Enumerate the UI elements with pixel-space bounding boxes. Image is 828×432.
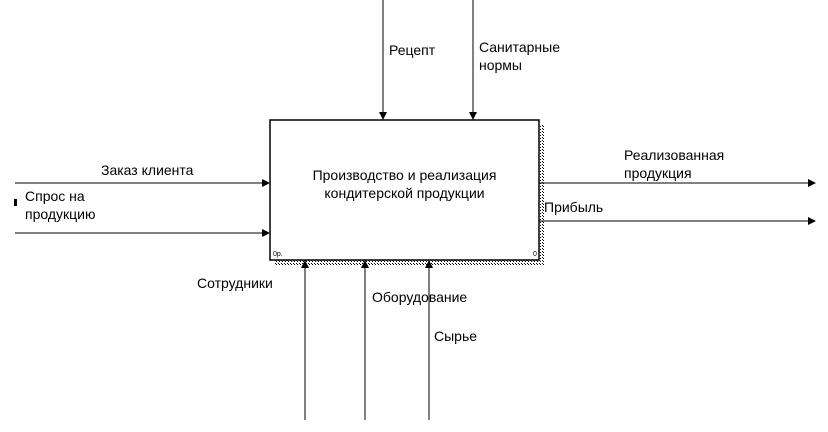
box-number-label: 0 [533,251,537,258]
box-shadow-right [540,124,545,265]
input-arrow-order[interactable] [15,179,270,187]
mechanism-label-raw[interactable]: Сырье [434,328,478,344]
output-arrow-profit[interactable] [539,217,816,225]
activity-box[interactable] [269,119,540,261]
mechanism-arrow-staff[interactable] [301,260,309,420]
input-arrow-demand[interactable] [15,229,270,237]
tunnel-mark [14,199,17,206]
control-arrow-sanitary[interactable] [469,0,477,120]
mechanism-arrow-equipment[interactable] [361,260,369,420]
output-label-profit[interactable]: Прибыль [544,199,604,215]
mechanism-label-staff[interactable]: Сотрудники [197,275,273,291]
mechanism-label-equipment[interactable]: Оборудование [372,289,468,305]
control-label-sanitary[interactable]: Санитарные нормы [479,39,561,73]
node-ref-label: 0р. [273,251,283,258]
input-label-demand[interactable]: Спрос на продукцию [25,188,96,222]
activity-title: Производство и реализация кондитерской п… [312,167,497,201]
control-label-recipe[interactable]: Рецепт [389,42,436,58]
input-label-order[interactable]: Заказ клиента [101,162,194,178]
mechanism-arrow-raw[interactable] [425,260,433,420]
box-shadow-bottom [275,260,545,265]
control-arrow-recipe[interactable] [379,0,387,120]
output-label-products[interactable]: Реализованная продукция [624,147,725,181]
output-arrow-products[interactable] [539,179,816,187]
